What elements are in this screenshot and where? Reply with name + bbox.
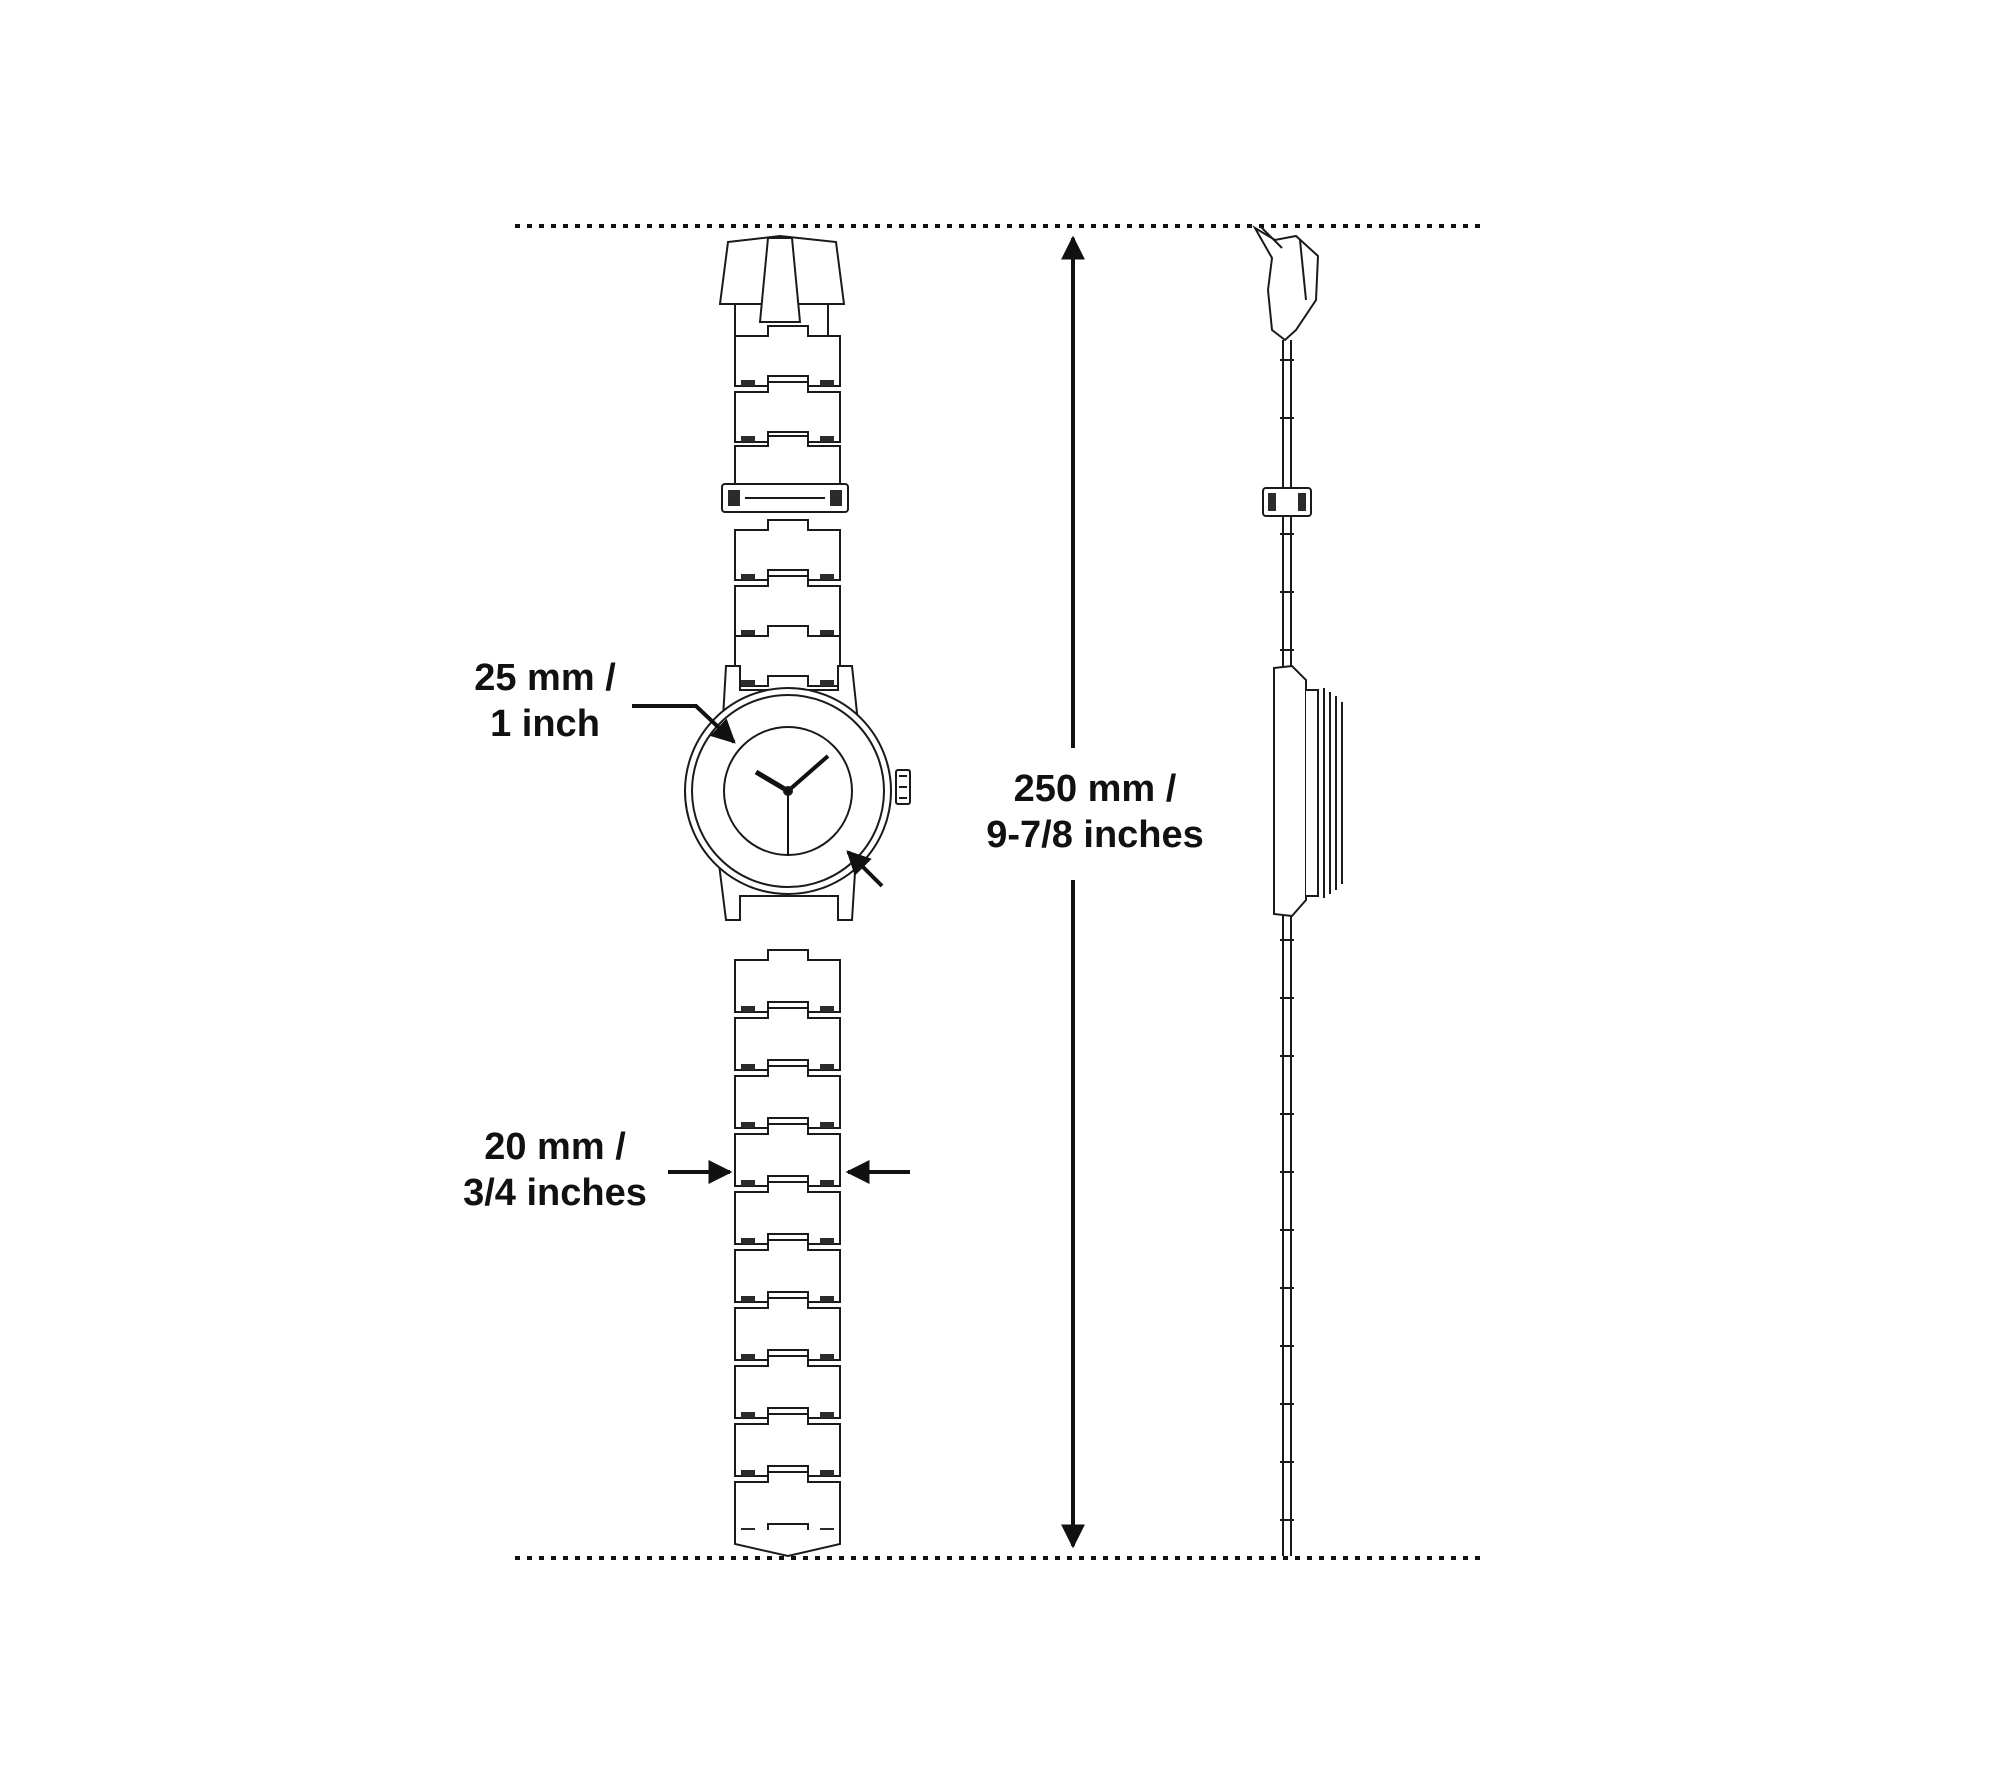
link-gap xyxy=(820,1180,834,1186)
hour-hand xyxy=(754,769,790,794)
link-gap xyxy=(741,1122,755,1128)
case-diameter-line2: 1 inch xyxy=(490,703,600,745)
link-gap xyxy=(820,630,834,636)
band-link xyxy=(734,519,841,581)
link-gap xyxy=(820,1354,834,1360)
link-gap xyxy=(741,380,755,386)
band-width-line2: 3/4 inches xyxy=(463,1172,647,1214)
case-diameter-label: 25 mm / 1 inch xyxy=(450,655,640,747)
side-buckle xyxy=(1252,225,1320,342)
watch-case xyxy=(684,665,911,921)
buckle xyxy=(718,234,846,336)
link-gap xyxy=(820,1238,834,1244)
band-width-label: 20 mm / 3/4 inches xyxy=(445,1124,665,1216)
link-gap xyxy=(741,680,755,686)
link-gap xyxy=(741,1180,755,1186)
band-link xyxy=(734,1123,841,1187)
link-gap xyxy=(820,1296,834,1302)
link-gap xyxy=(820,380,834,386)
link-gap xyxy=(741,630,755,636)
link-gap xyxy=(741,1006,755,1012)
link-gap xyxy=(820,1122,834,1128)
band-link xyxy=(734,1065,841,1129)
link-gap xyxy=(820,1006,834,1012)
total-length-line2: 9-7/8 inches xyxy=(986,814,1204,856)
link-gap xyxy=(741,1238,755,1244)
link-gap xyxy=(741,1470,755,1476)
link-gap xyxy=(820,1412,834,1418)
link-gap xyxy=(741,1296,755,1302)
band-link xyxy=(734,1007,841,1071)
link-gap xyxy=(741,574,755,580)
band-link xyxy=(734,1239,841,1303)
watch-front-view xyxy=(684,234,911,1558)
link-gap xyxy=(820,436,834,442)
link-gap xyxy=(741,1354,755,1360)
link-gap xyxy=(741,1064,755,1070)
keeper-loop xyxy=(721,483,849,513)
band-link xyxy=(734,949,841,1013)
side-case xyxy=(1273,664,1307,918)
case-diameter-line1: 25 mm / xyxy=(474,657,616,699)
band-width-line1: 20 mm / xyxy=(484,1126,626,1168)
band-link xyxy=(734,381,841,443)
band-link xyxy=(734,325,841,387)
link-gap xyxy=(741,436,755,442)
band-link xyxy=(734,1181,841,1245)
minute-hand xyxy=(786,754,830,793)
link-gap xyxy=(820,1470,834,1476)
lower-band xyxy=(734,949,841,1535)
case-diameter-arrows xyxy=(632,704,884,888)
total-length-label: 250 mm / 9-7/8 inches xyxy=(940,766,1250,858)
band-tip xyxy=(734,1530,841,1558)
link-gap xyxy=(820,680,834,686)
link-gap xyxy=(741,1412,755,1418)
link-gap xyxy=(820,1064,834,1070)
band-link xyxy=(734,1471,841,1535)
link-gap xyxy=(820,574,834,580)
total-length-line1: 250 mm / xyxy=(1013,768,1177,810)
watch-side-view xyxy=(1252,225,1343,1556)
band-link xyxy=(734,1297,841,1361)
band-link xyxy=(734,1355,841,1419)
band-link xyxy=(734,625,841,687)
band-link xyxy=(734,1413,841,1477)
